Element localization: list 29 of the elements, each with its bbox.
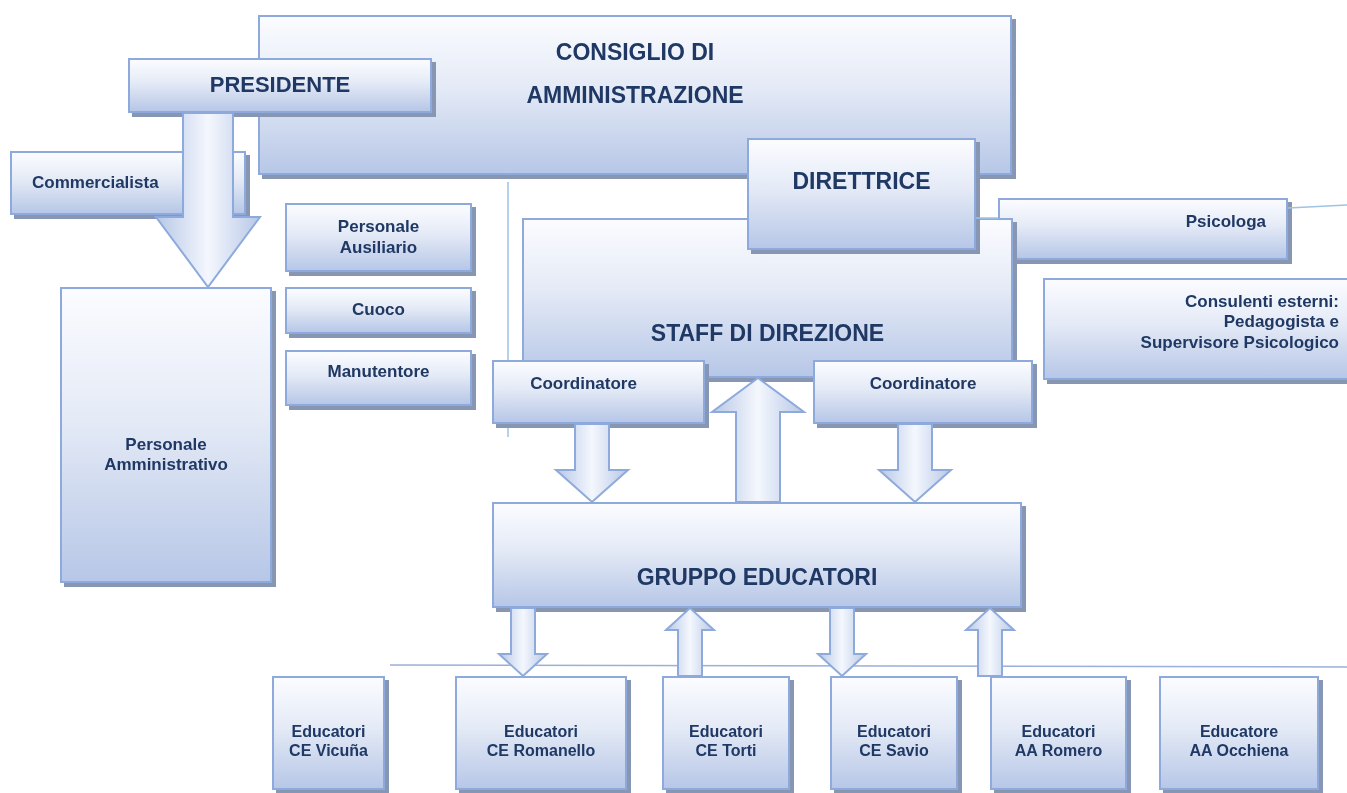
block-arrow — [553, 423, 631, 504]
block-arrow — [154, 112, 262, 289]
box-label: Psicologa — [1185, 212, 1266, 233]
box-label: Educatori CE Savio — [857, 721, 931, 761]
box-label: Coordinatore — [530, 374, 637, 395]
connector-line — [1287, 204, 1347, 209]
block-arrow — [963, 606, 1017, 677]
box-label: Educatori CE Torti — [689, 721, 763, 761]
connector-line — [975, 217, 999, 219]
box-label: Manutentore — [327, 362, 430, 383]
box-label: Commercialista — [32, 172, 159, 194]
box-label: Personale Ausiliario — [337, 217, 420, 258]
box-label: Educatori AA Romero — [1014, 721, 1103, 761]
box-label: Consulenti esterni: Pedagogista e Supervisore Psicologico — [1140, 292, 1339, 354]
block-arrow — [876, 423, 954, 504]
block-arrow — [815, 607, 869, 678]
box-label: Educatore AA Occhiena — [1189, 721, 1289, 761]
box-label: STAFF DI DIREZIONE — [650, 320, 885, 348]
block-arrow — [663, 606, 717, 677]
box-label: GRUPPO EDUCATORI — [636, 564, 878, 592]
box-label: PRESIDENTE — [209, 72, 351, 99]
box-label: Educatori CE Romanello — [486, 721, 596, 761]
box-label: Cuoco — [352, 300, 405, 321]
box-label: DIRETTRICE — [792, 168, 931, 196]
box-label: Personale Amministrativo — [104, 434, 228, 476]
block-arrow — [496, 607, 550, 678]
box-label: CONSIGLIO DI AMMINISTRAZIONE — [525, 38, 745, 110]
box-label: Coordinatore — [869, 374, 977, 395]
box-label: Educatori CE Vicuña — [289, 721, 368, 761]
